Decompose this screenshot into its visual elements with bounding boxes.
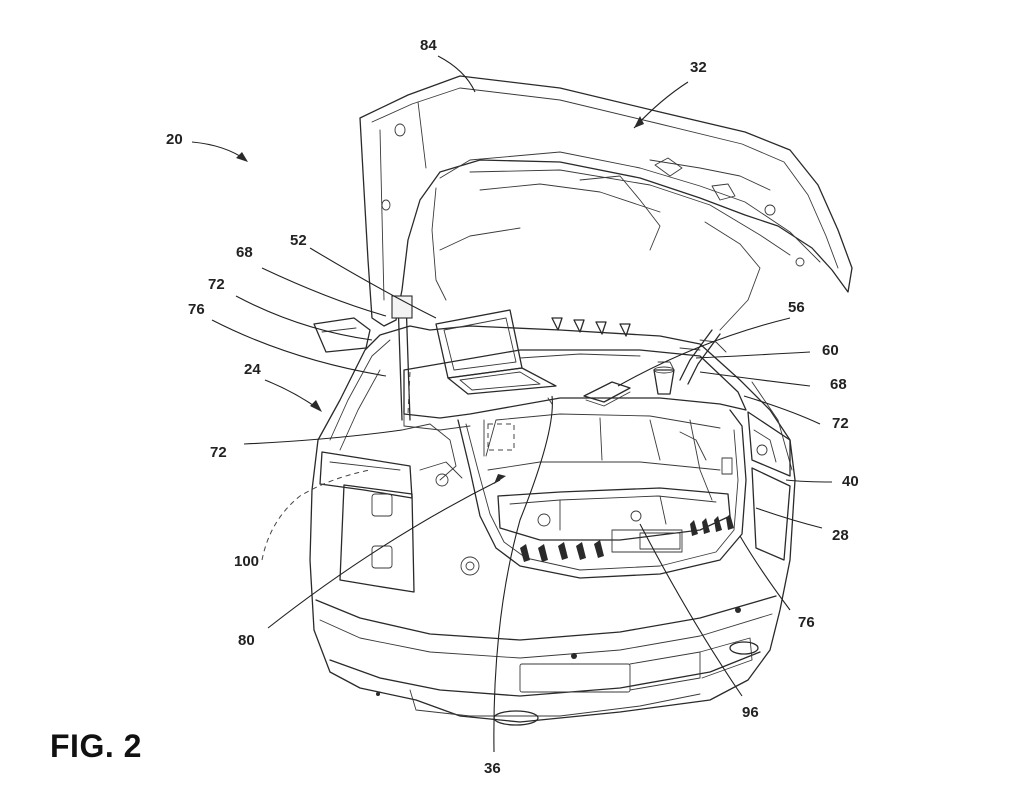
cargo-area	[457, 317, 747, 579]
ref-72-right: 72	[832, 415, 849, 432]
ref-32: 32	[690, 59, 707, 76]
work-surface	[403, 349, 747, 431]
ref-80: 80	[238, 632, 255, 649]
ref-20: 20	[166, 131, 183, 148]
ref-76-left: 76	[188, 301, 205, 318]
ref-28: 28	[832, 527, 849, 544]
cargo-hooks-right	[690, 514, 734, 536]
figure-title: FIG. 2	[50, 728, 142, 764]
ref-68-right: 68	[830, 376, 847, 393]
ref-52: 52	[290, 232, 307, 249]
cargo-hooks-left	[520, 540, 604, 562]
ref-72-upper-left: 72	[208, 276, 225, 293]
ref-100: 100	[234, 553, 260, 570]
ref-24: 24	[244, 361, 261, 378]
laptop	[435, 309, 557, 395]
ref-76-right: 76	[798, 614, 815, 631]
liftgate-struts	[391, 295, 721, 421]
tablet-device	[583, 381, 631, 407]
cup	[653, 361, 675, 395]
ref-60: 60	[822, 342, 839, 359]
ref-72-lower-left: 72	[210, 444, 227, 461]
tie-downs-top	[551, 317, 631, 337]
ref-84: 84	[420, 37, 437, 54]
ref-96: 96	[742, 704, 759, 721]
ref-56: 56	[788, 299, 805, 316]
vehicle-body	[309, 317, 796, 726]
ref-40: 40	[842, 473, 859, 490]
ref-68-left: 68	[236, 244, 253, 261]
liftgate	[359, 75, 853, 331]
leader-lines	[191, 55, 833, 753]
ref-36: 36	[484, 760, 501, 777]
